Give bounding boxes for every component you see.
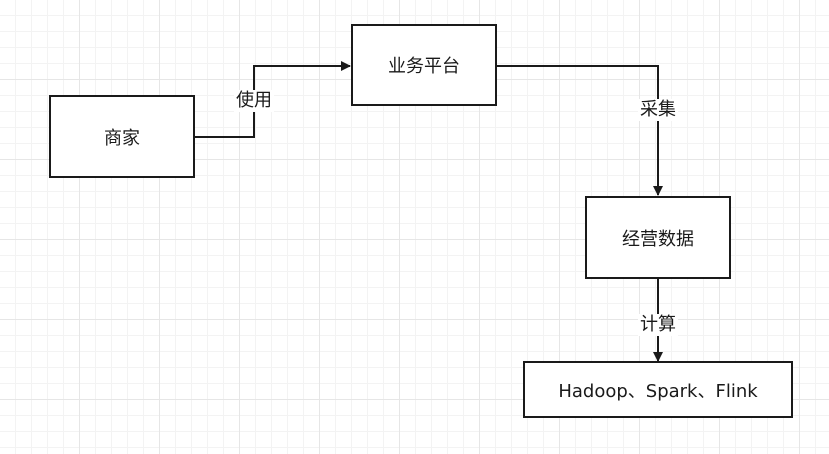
edge-collect-label: 采集 bbox=[638, 99, 678, 121]
node-compute-engines-label: Hadoop、Spark、Flink bbox=[558, 380, 758, 402]
edge-compute-label: 计算 bbox=[638, 314, 678, 336]
node-business-platform[interactable]: 业务平台 bbox=[351, 24, 497, 106]
node-merchant[interactable]: 商家 bbox=[49, 95, 195, 178]
node-merchant-label: 商家 bbox=[104, 127, 140, 149]
edge-collect bbox=[497, 65, 663, 196]
node-business-platform-label: 业务平台 bbox=[388, 56, 460, 77]
node-compute-engines[interactable]: Hadoop、Spark、Flink bbox=[523, 361, 793, 418]
node-operating-data-label: 经营数据 bbox=[622, 228, 694, 250]
node-operating-data[interactable]: 经营数据 bbox=[585, 196, 731, 279]
edge-use-label: 使用 bbox=[234, 90, 274, 112]
